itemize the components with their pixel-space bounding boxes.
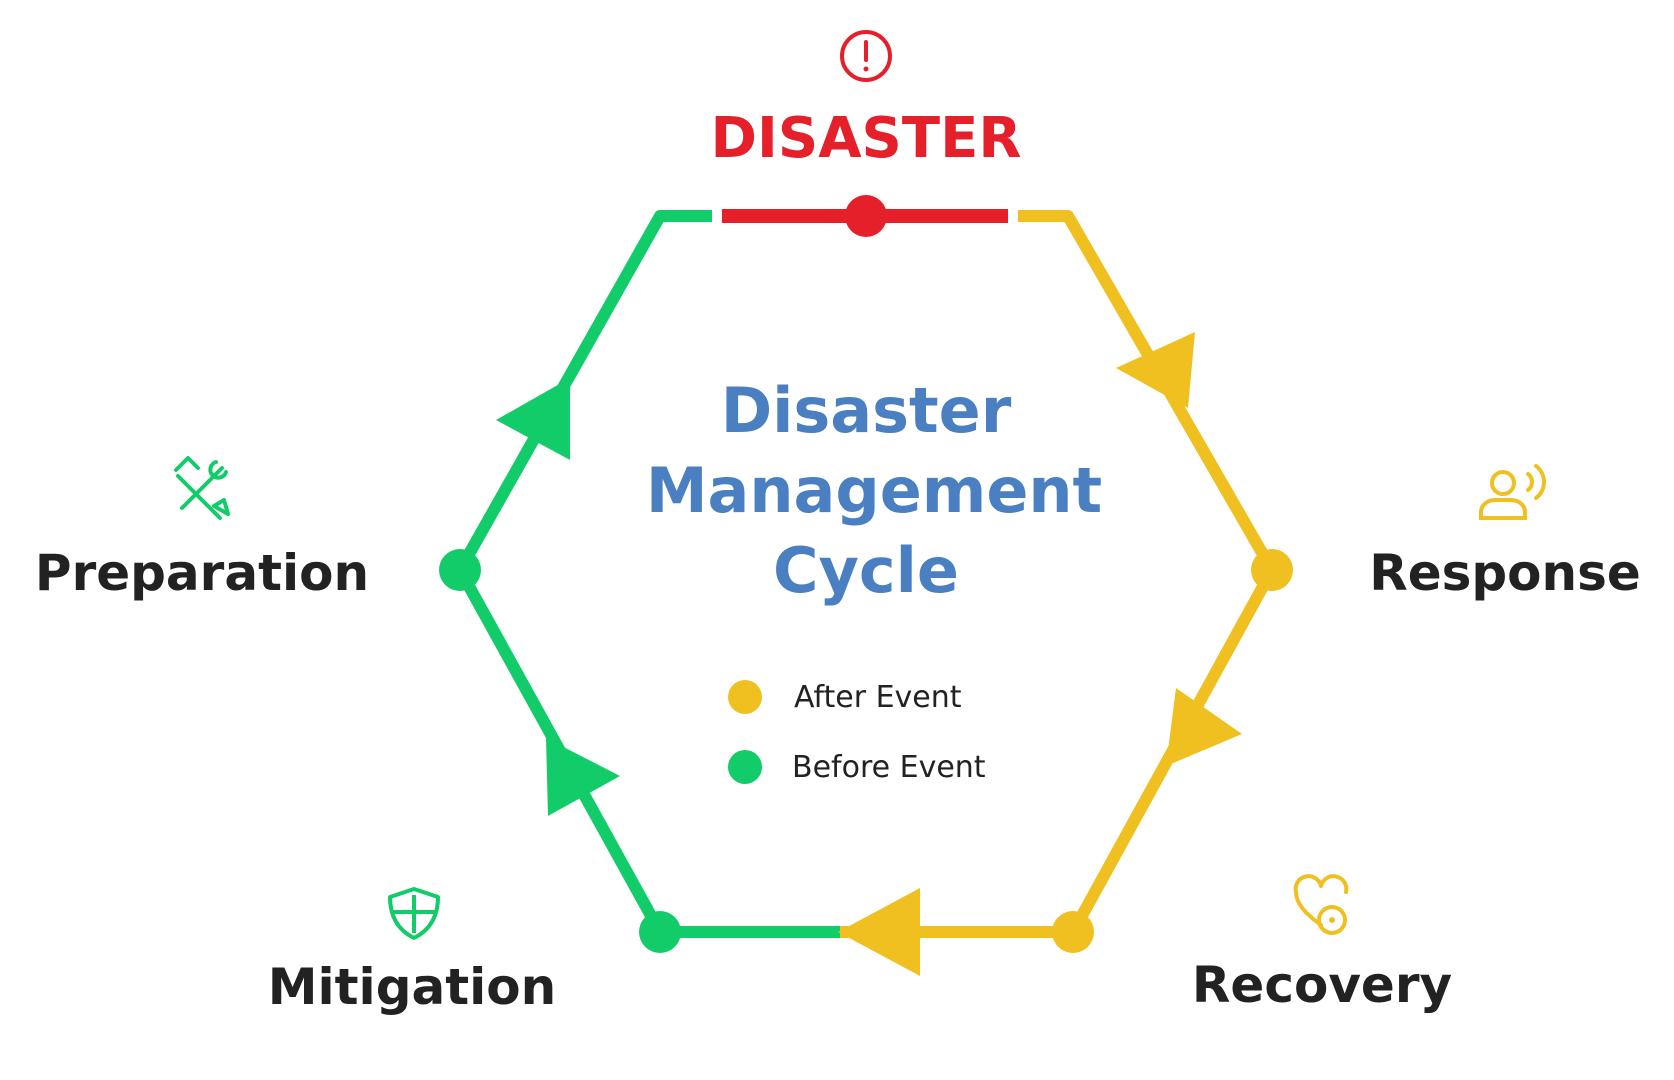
arrow-preparation-to-disaster [496, 378, 570, 460]
cycle-nodes [439, 195, 1293, 953]
center-title: Disaster Management Cycle [646, 374, 1102, 607]
direction-arrows [496, 332, 1242, 976]
arrow-disaster-to-response [1116, 332, 1195, 408]
response-stage: Response [1369, 464, 1641, 602]
center-title-line-2: Management [646, 454, 1102, 527]
disaster-label: DISASTER [711, 106, 1022, 171]
heart-plus-icon [1293, 874, 1349, 935]
speaking-person-icon [1479, 464, 1546, 520]
preparation-node [439, 549, 481, 591]
alert-circle-icon [840, 30, 892, 82]
disaster-to-response-edge [1018, 210, 1278, 573]
recovery-stage: Recovery [1192, 874, 1452, 1014]
preparation-stage: Preparation [35, 456, 369, 602]
response-label: Response [1369, 544, 1641, 602]
mitigation-node [639, 911, 681, 953]
mitigation-label: Mitigation [268, 958, 556, 1016]
tools-icon [174, 456, 230, 520]
preparation-label: Preparation [35, 544, 369, 602]
center-title-line-3: Cycle [773, 534, 959, 607]
arrow-recovery-to-mitigation [838, 888, 920, 976]
legend: After Event Before Event [728, 680, 986, 785]
recovery-node [1052, 911, 1094, 953]
legend-item-after: After Event [728, 680, 962, 715]
arrow-mitigation-to-preparation [546, 738, 620, 816]
disaster-node [845, 195, 887, 237]
legend-label-after: After Event [794, 680, 962, 715]
response-node [1251, 549, 1293, 591]
mitigation-stage: Mitigation [268, 887, 556, 1016]
arrow-response-to-recovery [1166, 688, 1242, 766]
disaster-label-group: DISASTER [711, 30, 1022, 171]
legend-swatch-after [728, 680, 762, 714]
legend-swatch-before [728, 750, 762, 784]
center-title-line-1: Disaster [721, 374, 1012, 447]
legend-item-before: Before Event [728, 750, 986, 785]
preparation-to-disaster-edge [454, 210, 712, 573]
legend-label-before: Before Event [792, 750, 986, 785]
recovery-label: Recovery [1192, 956, 1452, 1014]
shield-cross-icon [388, 887, 440, 940]
